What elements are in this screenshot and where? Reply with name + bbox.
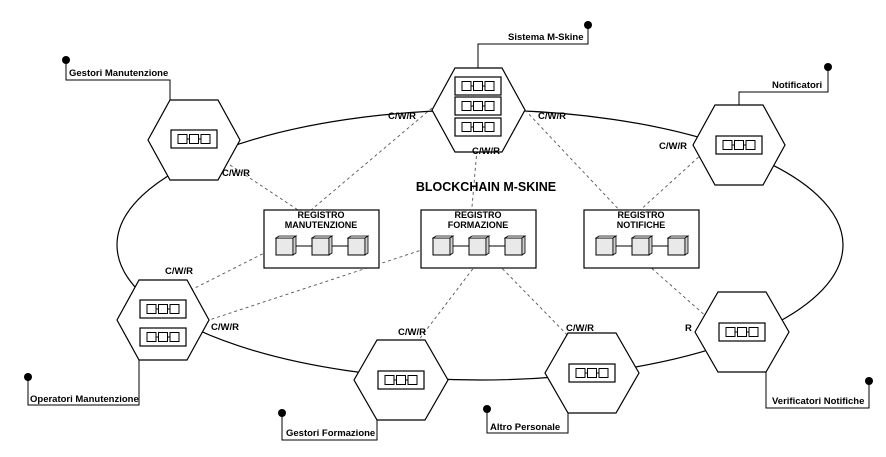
blockchain-icon	[378, 371, 424, 389]
system-node	[431, 67, 526, 153]
perm-other-staff: C/W/R	[566, 323, 594, 334]
perm-system-bottom: C/W/R	[472, 146, 500, 157]
register-training-line2: FORMAZIONE	[448, 220, 509, 230]
register-maintenance: REGISTRO MANUTENZIONE	[263, 209, 380, 269]
actor-system-label: Sistema M-Skine	[508, 32, 584, 43]
diagram-title: BLOCKCHAIN M-SKINE	[416, 180, 556, 194]
perm-operators-right: C/W/R	[211, 322, 239, 333]
maintenance-operators-node	[116, 279, 210, 361]
perm-system-right: C/W/R	[538, 111, 566, 122]
register-training: REGISTRO FORMAZIONE	[420, 209, 537, 269]
perm-system-left: C/W/R	[388, 111, 416, 122]
training-managers-node	[353, 339, 449, 421]
perm-operators-top: C/W/R	[165, 266, 193, 277]
actor-dot-icon	[824, 63, 832, 71]
register-maintenance-line2: MANUTENZIONE	[285, 220, 358, 230]
actor-notifiers-label: Notificatori	[772, 80, 822, 91]
actor-verifiers-label: Verificatori Notifiche	[772, 396, 864, 407]
notifiers-node	[692, 104, 786, 186]
blockchain-icon	[719, 323, 765, 341]
blockchain-icon	[455, 77, 501, 95]
blockchain-icon	[455, 118, 501, 136]
blockchain-icon	[716, 136, 762, 154]
register-training-line1: REGISTRO	[454, 210, 501, 220]
blockchain-icon	[171, 130, 217, 148]
register-notifications-line1: REGISTRO	[617, 210, 664, 220]
blockchain-icon	[140, 300, 186, 318]
actor-maintenance-operators-label: Operatori Manutenzione	[30, 394, 139, 405]
register-notifications: REGISTRO NOTIFICHE	[583, 209, 700, 269]
actor-dot-icon	[62, 56, 70, 64]
actor-dot-icon	[24, 373, 32, 381]
register-maintenance-line1: REGISTRO	[297, 210, 344, 220]
actor-maintenance-managers-label: Gestori Manutenzione	[69, 68, 168, 79]
actor-dot-icon	[865, 377, 873, 385]
other-staff-node	[544, 332, 640, 414]
actor-dot-icon	[278, 409, 286, 417]
actor-dot-icon	[584, 21, 592, 29]
actor-other-staff-label: Altro Personale	[490, 422, 560, 433]
register-notifications-line2: NOTIFICHE	[617, 220, 666, 230]
perm-maintenance-managers: C/W/R	[222, 168, 250, 179]
actor-training-managers-label: Gestori Formazione	[286, 428, 375, 439]
actor-dot-icon	[483, 405, 491, 413]
perm-verifiers: R	[685, 323, 692, 334]
blockchain-icon	[569, 364, 615, 382]
verifiers-node	[694, 291, 790, 373]
perm-training-managers: C/W/R	[398, 327, 426, 338]
blockchain-icon	[455, 97, 501, 115]
blockchain-icon	[140, 328, 186, 346]
perm-notifiers: C/W/R	[659, 141, 687, 152]
